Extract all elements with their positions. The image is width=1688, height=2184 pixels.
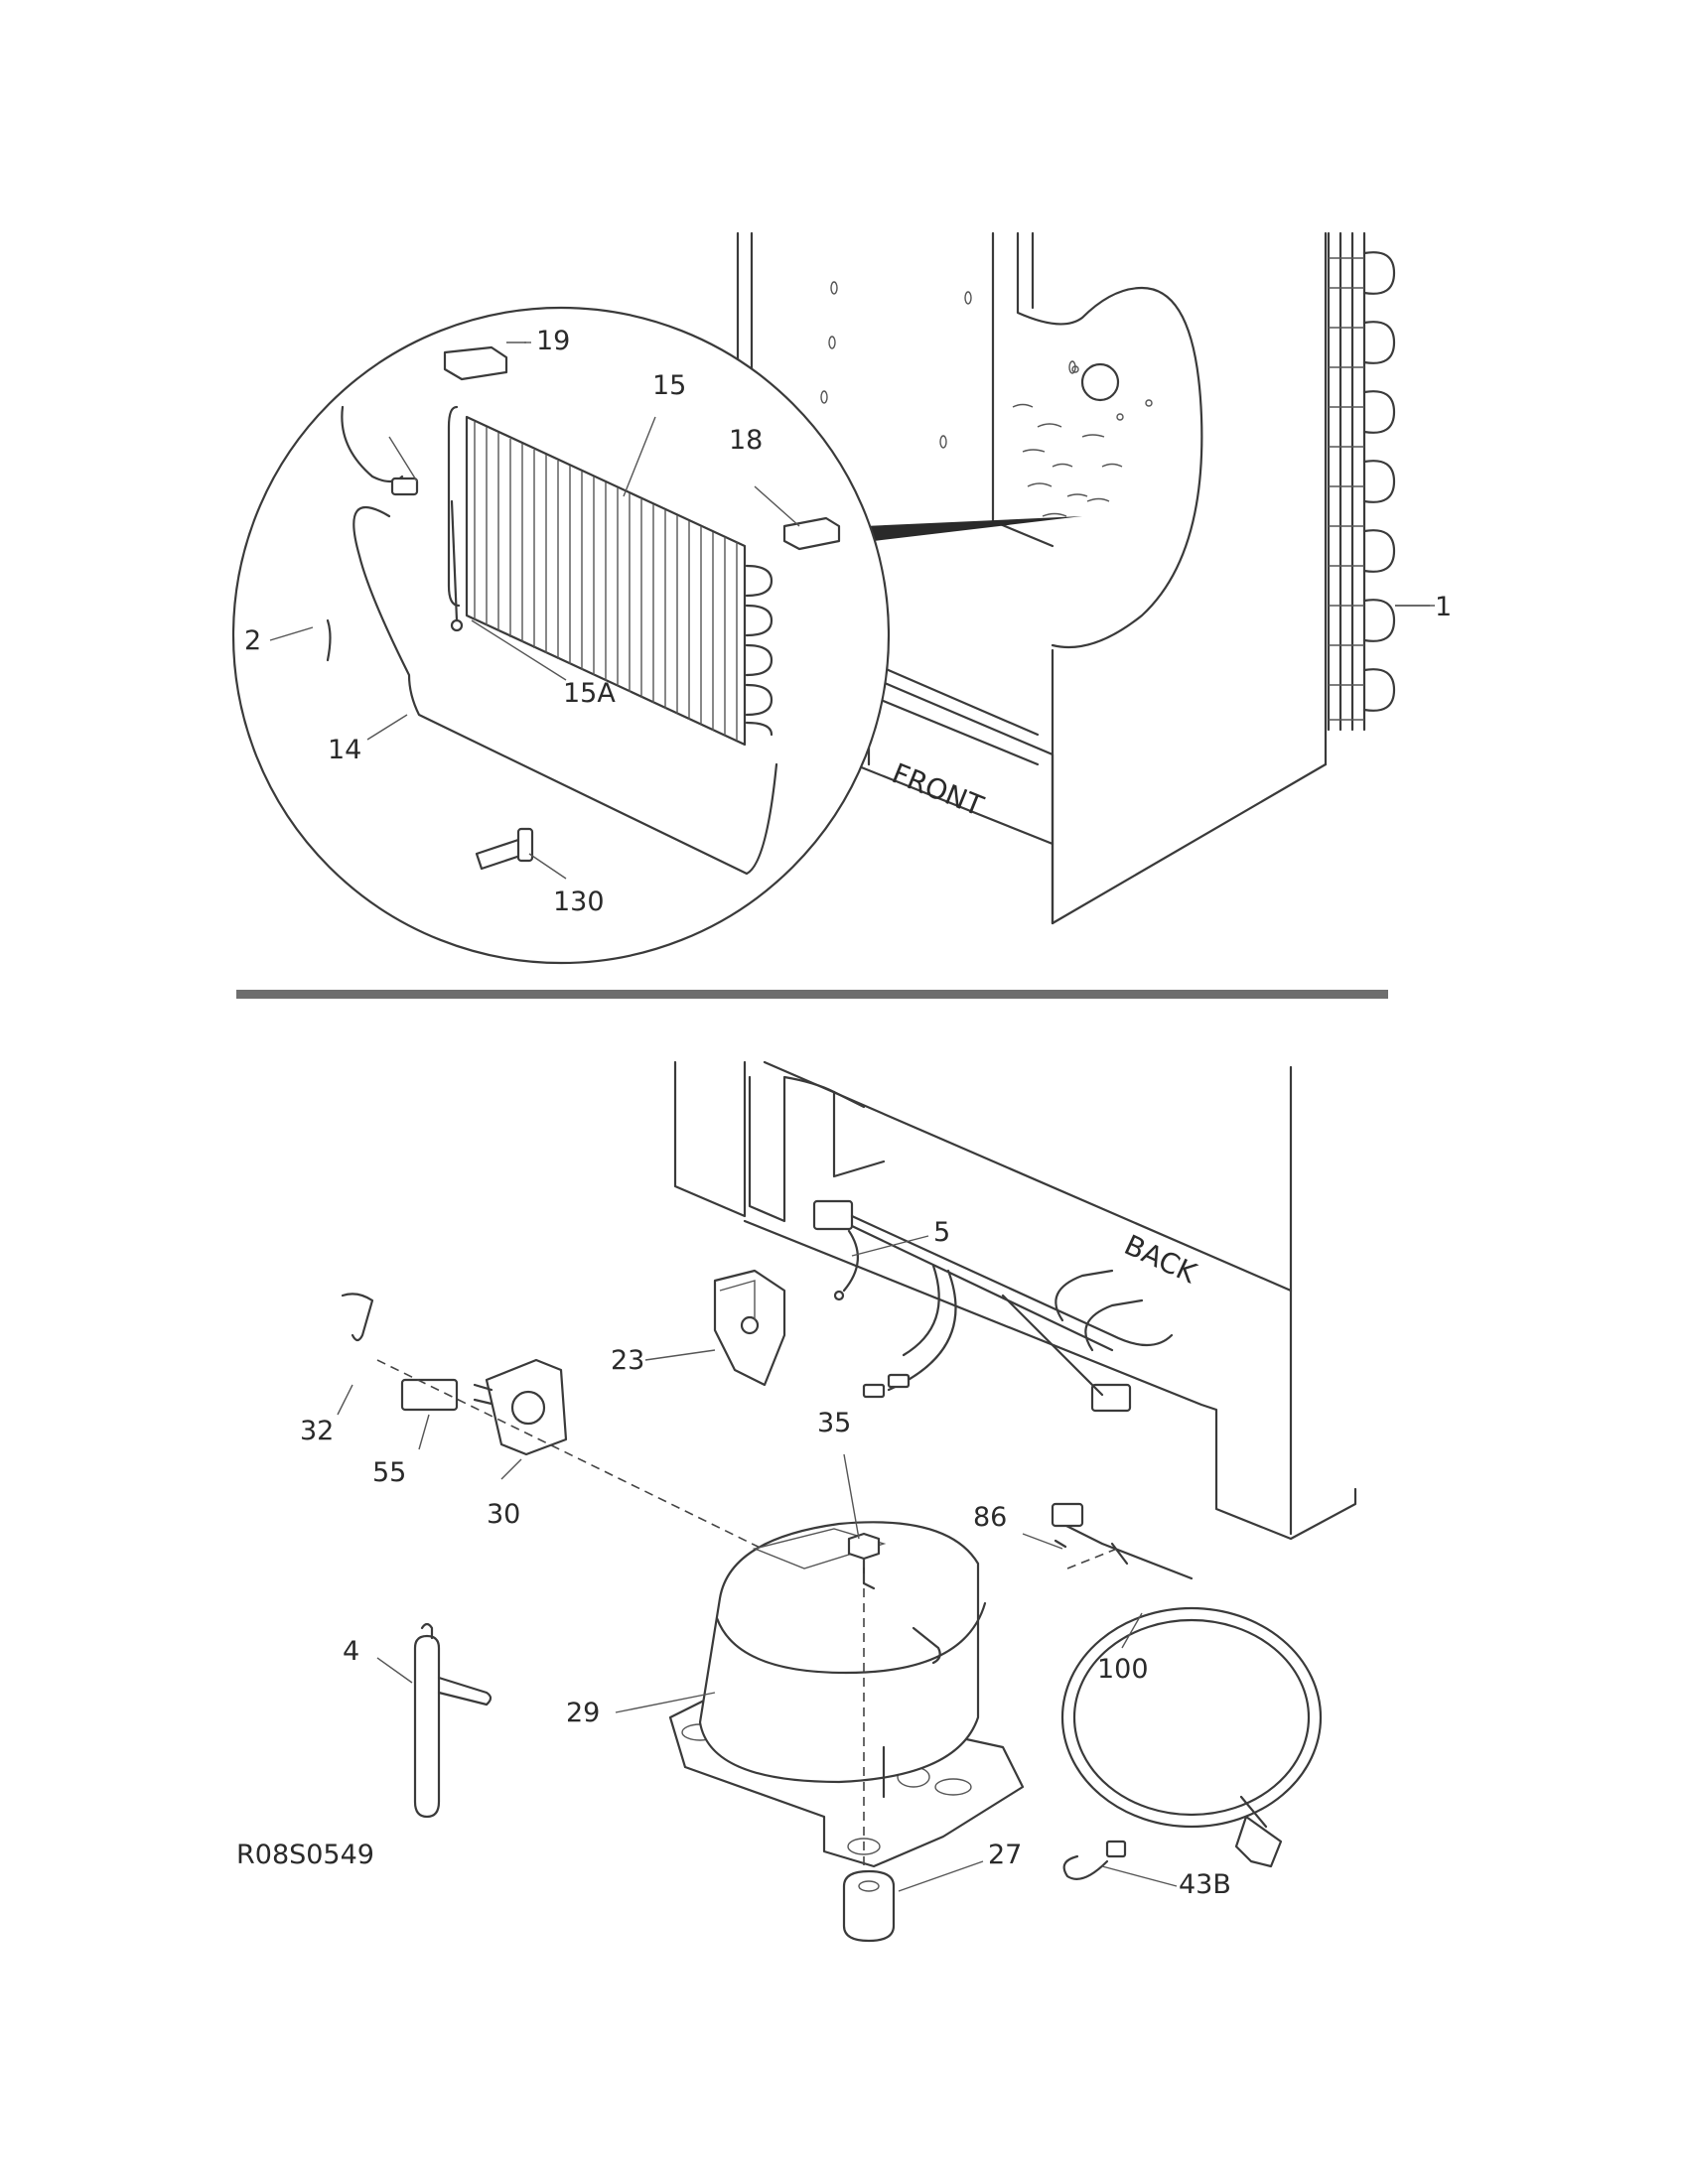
- grommet: [842, 1869, 896, 1943]
- section-divider: [236, 990, 1388, 999]
- defrost-timer: [713, 1269, 786, 1387]
- callout-14: 14: [328, 735, 362, 765]
- callout-29: 29: [566, 1698, 601, 1728]
- callout-23: 23: [611, 1345, 645, 1376]
- callout-19: 19: [536, 326, 571, 356]
- callout-2: 2: [244, 625, 262, 656]
- callout-55: 55: [372, 1457, 407, 1488]
- relay-group: [341, 1293, 895, 1614]
- callout-32: 32: [300, 1416, 335, 1446]
- callout-30: 30: [487, 1499, 521, 1530]
- callout-15: 15: [652, 370, 687, 401]
- leader-lines: [269, 341, 1430, 1892]
- callout-4: 4: [343, 1636, 360, 1667]
- evaporator-detail-circle: [231, 306, 891, 965]
- callout-100: 100: [1097, 1654, 1149, 1685]
- callout-86: 86: [973, 1502, 1008, 1533]
- callout-130: 130: [553, 887, 605, 917]
- callout-35: 35: [817, 1408, 852, 1438]
- filter-drier: [413, 1622, 492, 1819]
- cord-clip: [1062, 1840, 1127, 1880]
- wire-harness: [812, 1199, 1174, 1413]
- power-cord: [1051, 1502, 1323, 1868]
- evaporator-fins: [447, 405, 774, 747]
- callout-15a: 15A: [563, 678, 616, 709]
- callout-18: 18: [729, 425, 764, 456]
- cabinet-lower: [673, 1060, 1357, 1541]
- callout-27: 27: [988, 1840, 1023, 1870]
- callout-5: 5: [933, 1217, 951, 1248]
- callout-43b: 43B: [1179, 1869, 1231, 1900]
- drawing-id: R08S0549: [236, 1840, 374, 1870]
- compressor: [668, 1521, 1025, 1926]
- callout-1: 1: [1435, 592, 1453, 622]
